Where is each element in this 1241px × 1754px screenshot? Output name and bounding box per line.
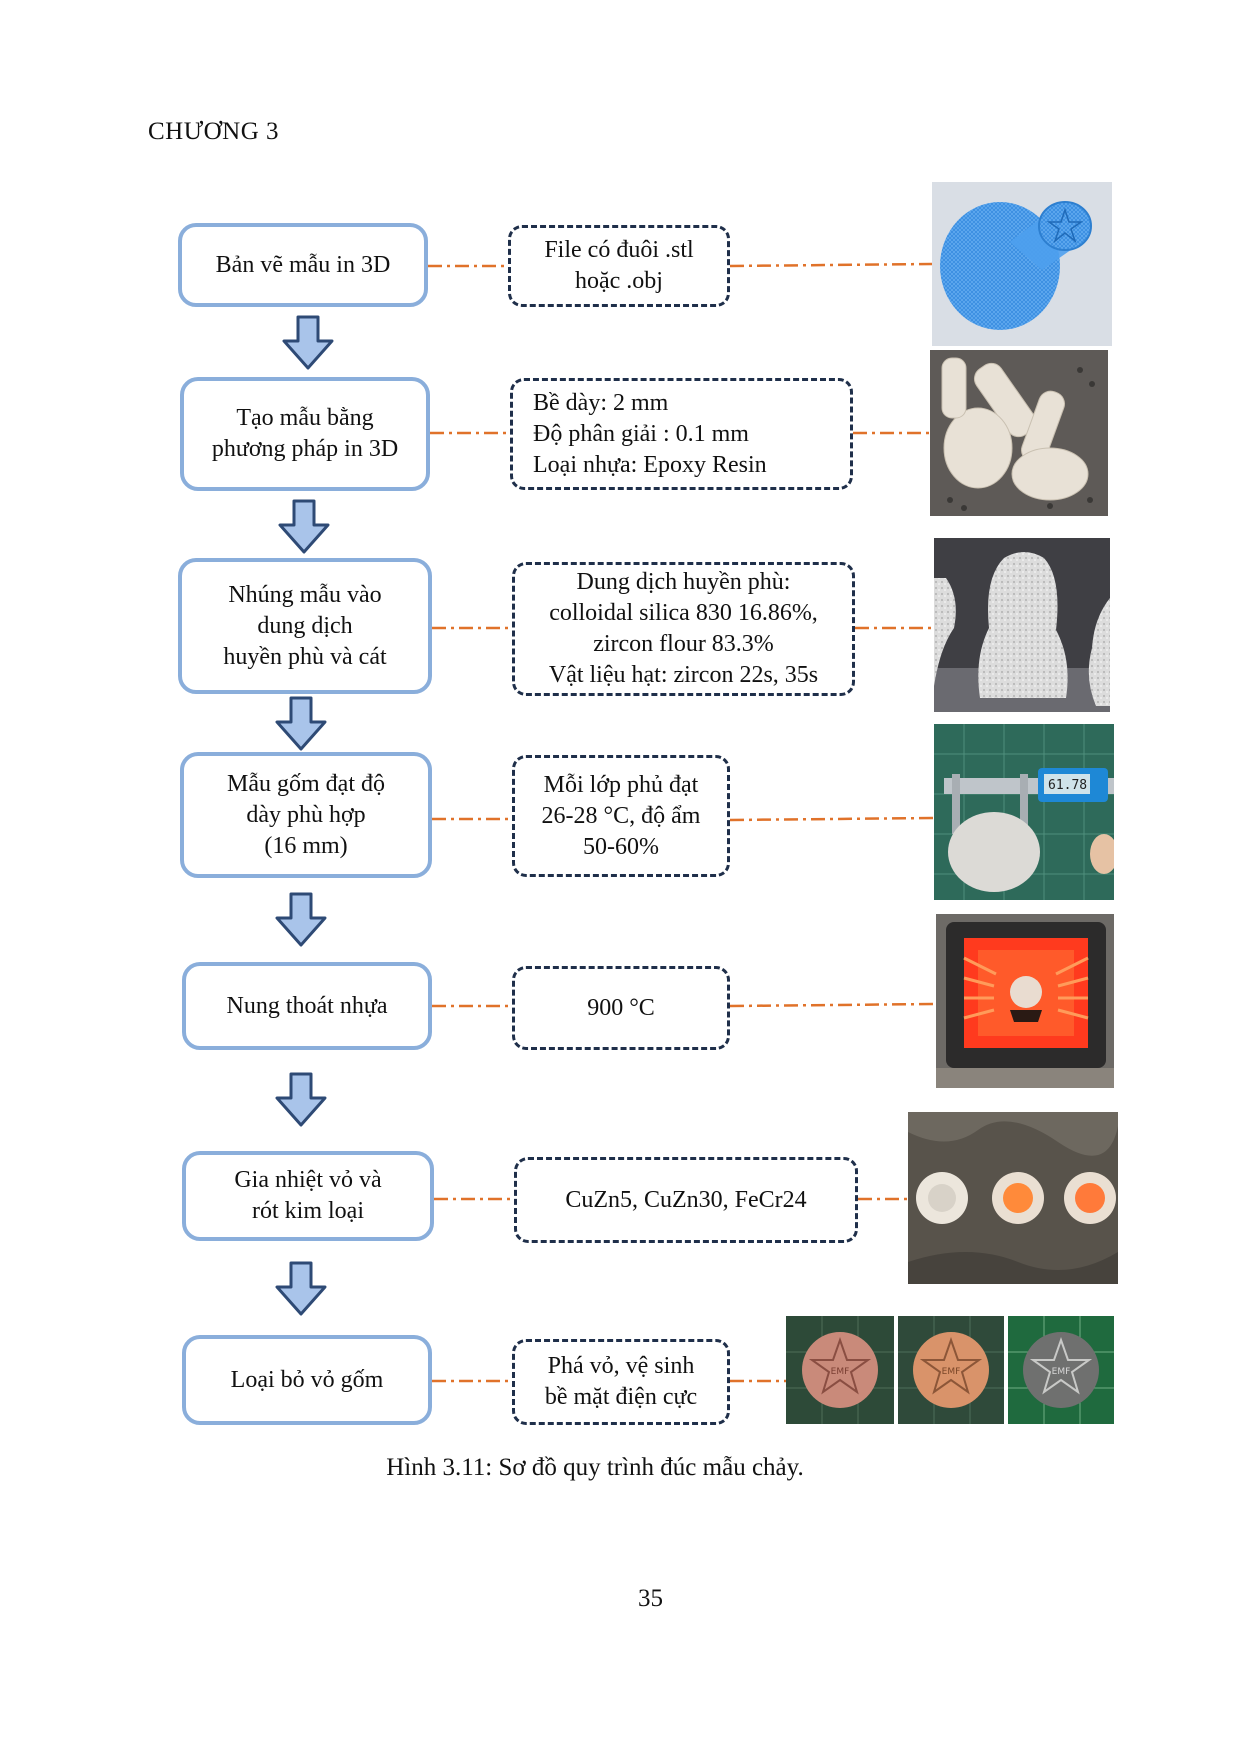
step-3d-drawing: Bản vẽ mẫu in 3D	[178, 223, 428, 307]
detail-alloys: CuZn5, CuZn30, FeCr24	[514, 1157, 858, 1243]
svg-text:EMF: EMF	[1052, 1367, 1071, 1377]
down-arrow-2	[278, 499, 330, 554]
figure-caption: Hình 3.11: Sơ đồ quy trình đúc mẫu chảy.	[386, 1454, 804, 1481]
step-shell-removal: Loại bỏ vỏ gốm	[182, 1335, 432, 1425]
photo-burnout-furnace	[936, 914, 1114, 1088]
photo-finished-electrodes: EMF EMF EMF	[786, 1316, 1114, 1424]
coin-cuzn30: EMF	[898, 1316, 1004, 1424]
down-arrow-5	[275, 1072, 327, 1127]
photo-3d-model	[932, 182, 1112, 346]
connector-5b	[729, 1002, 937, 1008]
caliper-reading: 61.78	[1048, 778, 1087, 793]
step-burnout: Nung thoát nhựa	[182, 962, 432, 1050]
down-arrow-3	[275, 696, 327, 751]
page-number: 35	[638, 1585, 663, 1612]
connector-1b	[729, 262, 933, 268]
down-arrow-4	[275, 892, 327, 947]
svg-text:EMF: EMF	[942, 1367, 961, 1377]
detail-burnout-temperature: 900 °C	[512, 966, 730, 1050]
down-arrow-1	[282, 315, 334, 370]
coin-cuzn5: EMF	[786, 1316, 894, 1424]
coin-fecr24: EMF	[1008, 1316, 1114, 1424]
photo-printed-patterns	[930, 350, 1108, 516]
photo-metal-pouring	[908, 1112, 1118, 1284]
detail-slurry-composition: Dung dịch huyền phù:colloidal silica 830…	[512, 562, 855, 696]
down-arrow-6	[275, 1261, 327, 1316]
photo-ceramic-coated	[934, 538, 1110, 712]
photo-thickness-measurement: 61.78	[934, 724, 1114, 900]
connector-4b	[729, 816, 935, 822]
svg-text:EMF: EMF	[831, 1367, 850, 1377]
chapter-header: CHƯƠNG 3	[148, 118, 280, 145]
